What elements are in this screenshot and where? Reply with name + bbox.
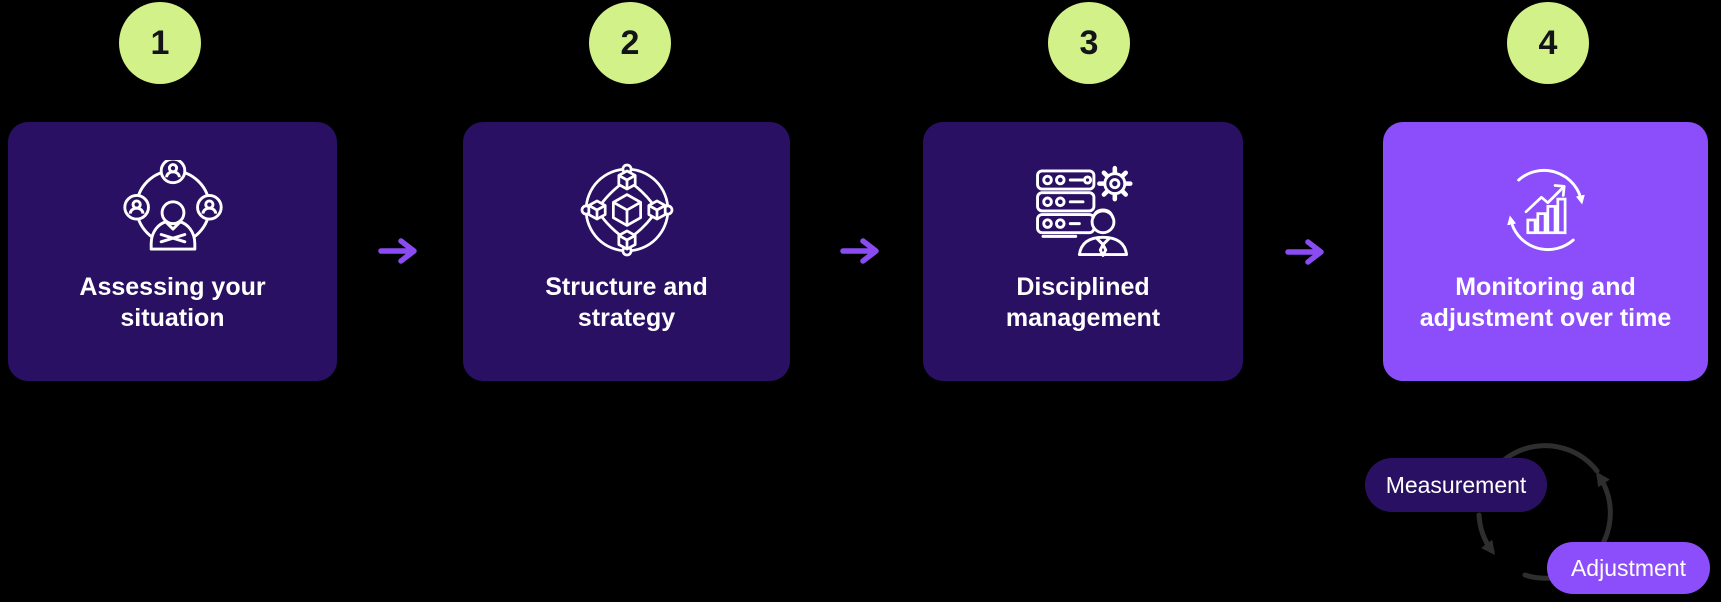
step-card: Monitoring and adjustment over time	[1383, 122, 1708, 381]
flow-arrow-icon	[378, 238, 417, 264]
measurement-pill: Measurement	[1365, 458, 1547, 512]
step-3: 3	[923, 0, 1243, 381]
step-title: Monitoring and adjustment over time	[1419, 273, 1672, 332]
step-number-badge: 3	[1048, 2, 1130, 84]
step-card: Structure and strategy	[463, 122, 790, 381]
adjustment-label: Adjustment	[1570, 554, 1687, 581]
step-card: Disciplined management	[923, 122, 1243, 381]
step-number: 4	[1538, 24, 1558, 62]
server-management-icon	[1036, 165, 1133, 257]
adjustment-pill: Adjustment	[1547, 542, 1710, 594]
step-title: Disciplined management	[1005, 273, 1161, 332]
measurement-label: Measurement	[1385, 471, 1527, 498]
step-number-badge: 4	[1507, 2, 1589, 84]
structure-cubes-icon	[580, 163, 673, 257]
step-number: 3	[1079, 24, 1099, 62]
step-number: 2	[620, 24, 640, 62]
monitoring-refresh-icon	[1506, 169, 1585, 251]
step-number-badge: 1	[119, 2, 201, 84]
step-title: Structure and strategy	[545, 273, 708, 332]
step-4: 4	[1383, 0, 1708, 381]
step-title: Assessing your situation	[79, 273, 266, 332]
step-1: 1	[8, 0, 337, 381]
step-number-badge: 2	[589, 2, 671, 84]
step-number: 1	[150, 24, 170, 62]
step-card: Assessing your situation	[8, 122, 337, 381]
step-2: 2	[463, 0, 790, 381]
flow-arrow-icon	[840, 238, 879, 264]
flow-arrow-icon	[1285, 239, 1324, 265]
team-network-icon	[122, 160, 223, 251]
